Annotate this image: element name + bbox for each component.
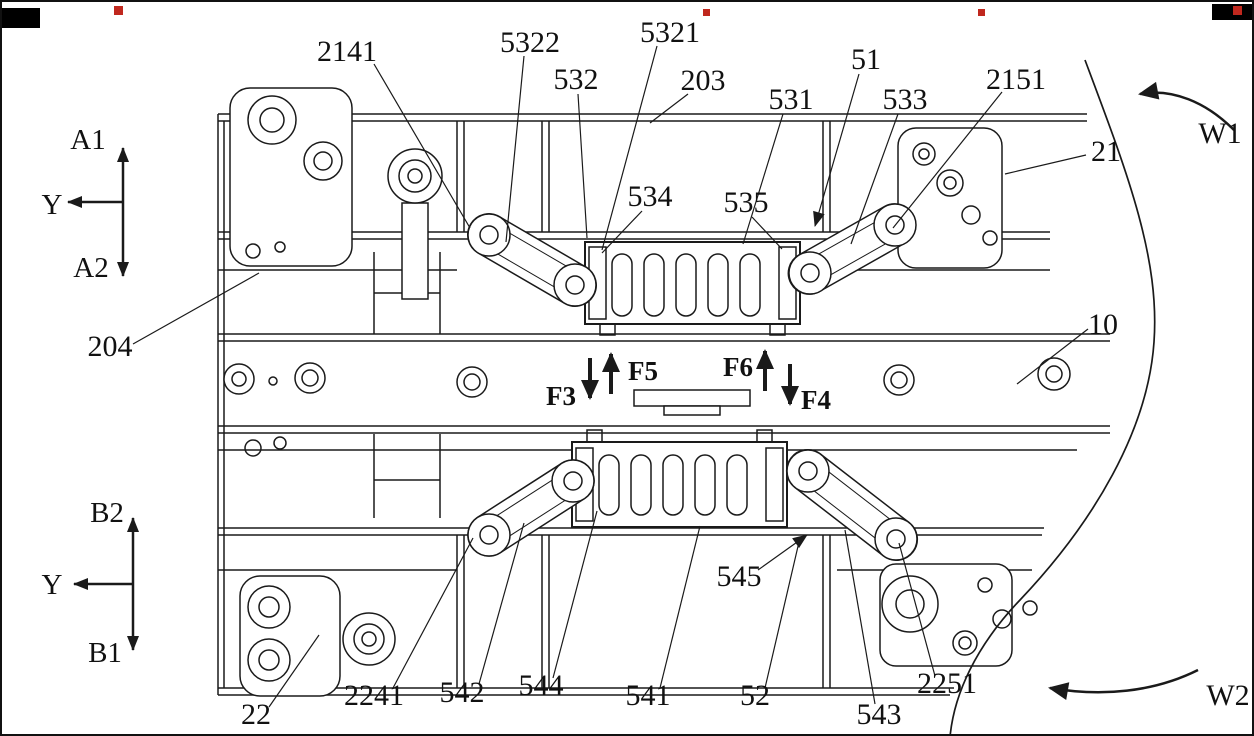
leader-203 <box>649 93 689 124</box>
meander-spring-bottom <box>571 429 788 528</box>
structural-plate-lines <box>217 113 1110 696</box>
leader-542 <box>478 522 525 685</box>
scan-mark-red-1 <box>114 6 123 15</box>
label-2241: 2241 <box>344 679 404 712</box>
leader-204 <box>132 272 260 345</box>
label-w2: W2 <box>1206 679 1249 712</box>
label-a2: A2 <box>73 252 108 284</box>
label-535: 535 <box>724 186 769 219</box>
label-a1: A1 <box>70 124 105 156</box>
leader-544 <box>552 510 598 679</box>
label-542: 542 <box>440 676 485 709</box>
label-52: 52 <box>740 679 770 712</box>
label-51: 51 <box>851 43 881 76</box>
label-10: 10 <box>1088 308 1118 341</box>
label-532: 532 <box>554 63 599 96</box>
top-left-bracket <box>229 87 353 267</box>
label-5321: 5321 <box>640 16 700 49</box>
label-f6: F6 <box>723 352 753 382</box>
leader-532 <box>577 93 588 239</box>
leader-51 <box>813 73 860 227</box>
leader-10 <box>1016 328 1089 385</box>
label-y-top: Y <box>42 189 63 221</box>
label-541: 541 <box>626 679 671 712</box>
leader-531 <box>742 113 784 245</box>
leader-52 <box>764 541 800 689</box>
label-b1: B1 <box>88 637 122 669</box>
label-y-bottom: Y <box>42 569 63 601</box>
leader-2151 <box>892 91 1003 229</box>
leader-543 <box>844 529 876 705</box>
break-line <box>949 59 1156 734</box>
machine-body <box>217 59 1156 734</box>
rotation-arrow-w2 <box>1048 668 1199 700</box>
scan-mark-red-3 <box>978 9 985 16</box>
label-2251: 2251 <box>917 667 977 700</box>
label-534: 534 <box>628 180 673 213</box>
label-204: 204 <box>88 330 133 363</box>
link-arm-bottom-right <box>785 449 919 561</box>
leader-5322 <box>505 55 525 243</box>
middle-band-details <box>223 357 1071 457</box>
label-2151: 2151 <box>986 63 1046 96</box>
rotation-arrows <box>1048 81 1235 700</box>
label-2141: 2141 <box>317 35 377 68</box>
label-b2: B2 <box>90 497 124 529</box>
label-f5: F5 <box>628 356 658 386</box>
leader-2141 <box>373 63 471 229</box>
scan-artifacts <box>2 4 1252 28</box>
leader-22 <box>268 634 320 708</box>
leader-2241 <box>392 537 474 689</box>
bottom-right-bracket <box>879 563 1038 667</box>
link-arm-top-left <box>467 213 597 307</box>
axis-indicators <box>67 147 139 651</box>
label-545: 545 <box>717 560 762 593</box>
leader-21 <box>1004 154 1087 175</box>
label-544: 544 <box>519 669 564 702</box>
leader-535 <box>751 216 783 250</box>
hinge-pivot-bottom <box>342 612 396 666</box>
scan-mark-red-2 <box>703 9 710 16</box>
meander-spring-top <box>584 241 801 336</box>
scan-mark-red-4 <box>1233 6 1242 15</box>
label-203: 203 <box>681 64 726 97</box>
leader-5321 <box>601 45 658 251</box>
leader-533 <box>850 113 899 245</box>
label-533: 533 <box>883 83 928 116</box>
label-22: 22 <box>241 698 271 731</box>
bottom-left-bracket <box>239 575 341 697</box>
leader-2251 <box>898 542 936 677</box>
top-right-bracket <box>897 127 1003 269</box>
label-543: 543 <box>857 698 902 731</box>
label-5322: 5322 <box>500 26 560 59</box>
link-arm-bottom-left <box>467 459 595 557</box>
label-w1: W1 <box>1198 117 1241 150</box>
rotation-arrow-w1 <box>1138 81 1235 131</box>
label-531: 531 <box>769 83 814 116</box>
reference-labels: 2141 5322 5321 532 203 531 51 533 2151 2… <box>42 16 1250 731</box>
leader-lines <box>132 45 1089 708</box>
scan-mark-black-left <box>2 8 40 28</box>
hinge-pivot-top <box>387 148 443 300</box>
leader-545 <box>757 534 808 571</box>
force-arrows <box>581 349 799 406</box>
leader-534 <box>601 210 643 254</box>
leader-541 <box>659 525 701 689</box>
label-f3: F3 <box>546 381 576 411</box>
label-f4: F4 <box>801 385 831 415</box>
label-21: 21 <box>1091 135 1121 168</box>
